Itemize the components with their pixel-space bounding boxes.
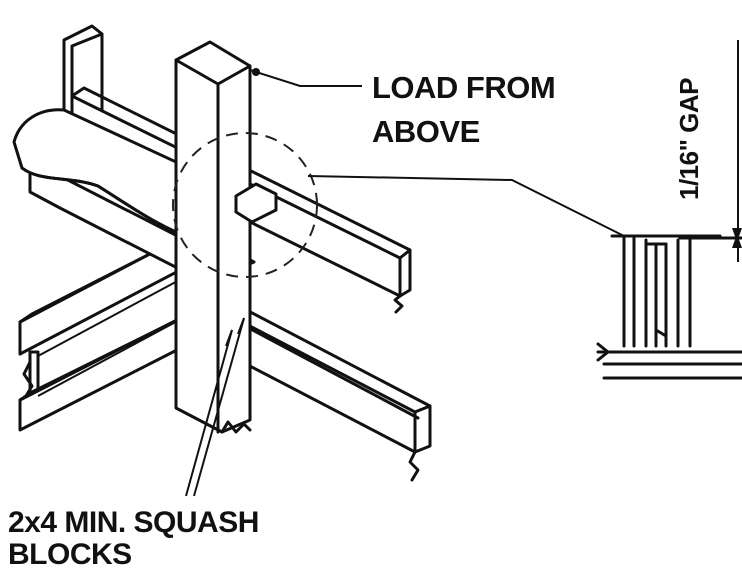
detail-view [596,234,742,380]
detail-circle [172,132,318,278]
squash-blocks-label-line2: BLOCKS [8,538,132,571]
squash-blocks-label-line1: 2x4 MIN. SQUASH [8,506,259,539]
load-arrow-dot [252,68,260,76]
gap-dimension-label: 1/16" GAP [674,78,704,200]
squash-leader-lines [185,317,245,497]
diagram-canvas: LOAD FROM ABOVE 1/16" GAP 2x4 MIN. SQUAS… [8,24,742,570]
center-post [174,40,252,434]
squash-block-top [234,182,278,224]
detail-leader-line [307,175,625,237]
joist-framing-diagram [12,24,742,497]
gap-dimension [732,40,742,262]
load-from-above-label-line1: LOAD FROM [372,70,556,105]
load-leader-line [249,69,362,87]
load-from-above-label-line2: ABOVE [372,114,480,149]
